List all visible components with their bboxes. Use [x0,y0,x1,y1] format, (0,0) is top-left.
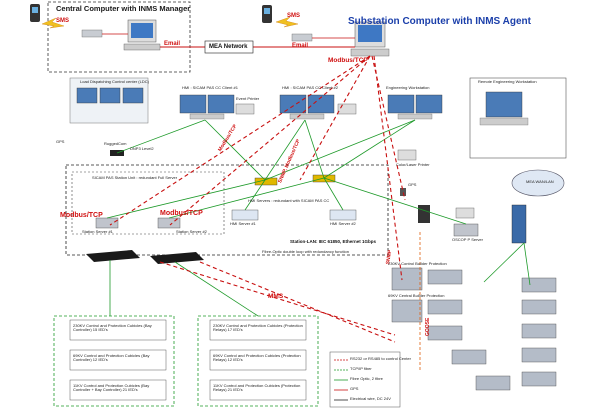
builder-1-label: 230KV Control Builder Protection [388,261,447,266]
email-label: Email [292,43,309,49]
cubicle-right-69: 69KV Control and Protection Cubicles (Pr… [213,353,301,362]
mea-network-box [204,40,254,54]
cubicles-left-frame [53,315,175,407]
modbus-label: Modbus/TCP [160,210,203,217]
cubicle-right-230: 230KV Control and Protection Cubicles (P… [213,323,303,332]
mobile-phone-icon [262,5,272,23]
cubicle-left-11: 11KV Control and Protection Cubicles (Ba… [73,383,150,392]
hmi-client-1-label: HMI : SICAM PAS CC Client #1 [182,85,238,90]
station-lan-frame [65,164,389,256]
legend-box [329,351,401,408]
hmi-client-2-icon [279,94,335,120]
cubicle-box [69,379,167,401]
station-lan-label: Station-LAN: IEC 61850, Ethernet 1Gbps [290,239,377,244]
mobile-phone-icon [30,4,40,22]
monitor-icon [99,87,121,104]
ruggedcom-switch-icon [86,250,140,262]
engineering-ws-label: Engineering Workstation [386,85,430,90]
event-printer-label: Event Printer [236,96,260,101]
hmi-server-2-icon [329,209,357,221]
modbus-snmp-lines [109,55,406,343]
station-unit-label: SICAM PAS Station Unit : redundant Full … [92,175,178,180]
industrial-switch-icon [511,204,527,244]
substation-title: Substation Computer with INMS Agent [348,16,531,27]
lightning-icon [41,17,65,29]
modbus-label: Modbus/TCP [328,57,368,64]
hmi-servers-label: HMI Servers : redundant with SICAM PAS C… [248,198,330,203]
color-printer-icon [455,207,475,219]
gps-label: GPS [56,139,65,144]
mea-cloud-icon [511,169,565,197]
mea-wanlan-label: MEA WAN/LAN [526,179,554,184]
event-printer-icon [235,103,255,115]
color-printer-label: Color/Laser Printer [396,162,430,167]
builder-2-label: 69KV Central Builder Protection [388,293,445,298]
remote-engineering-icon [469,77,567,159]
hmi-client-1-icon [179,94,235,120]
tcpip-fiber-lines [106,119,531,317]
fibre-loop-label: Fibre-Optic double loop with redundancy … [262,249,349,254]
station-server-1-icon [95,217,119,229]
legend-item: RS232 or RS485 to control Center [350,356,411,361]
station-server-2-label: Station Server #2 [176,229,207,234]
substation-computer-icon [350,21,390,57]
email-label: Email [164,41,181,47]
cubicle-box [209,349,307,371]
modem-icon [81,29,103,38]
legend-item: TCP/IP fiber [350,366,372,371]
monitor-icon [76,87,98,104]
sms-label: SMS [56,18,70,24]
central-computer-box [47,1,191,73]
central-computer-icon [123,19,161,51]
station-unit-box [71,171,225,235]
power-supply-icon [418,205,430,223]
dnp3-label: DNP3 Level2 [130,146,154,151]
cubicle-box [209,319,307,341]
gps-label: GPS [408,182,417,187]
central-title: Central Computer with INMS Manager [56,4,191,13]
cubicle-box [209,379,307,401]
oscop-label: OSCOP P Server [452,237,483,242]
event-printer-icon [337,103,357,115]
ruggedcom-switch-icon [150,252,204,264]
ldc-label: Load Dispatching Control center (LDC) [80,79,149,84]
engineering-workstation-icon [387,94,443,120]
cubicle-right-11: 11KV Control and Protection Cubicles (Pr… [213,383,301,392]
mea-network-label: MEA Network [209,44,248,50]
gps-antenna-icon [400,188,406,196]
goose-label: GOOSE [425,317,431,336]
mms-label: MMS [268,293,284,300]
ied-rack-icon [391,267,557,391]
lightning-icon [275,16,299,28]
legend-item: Electrical wire, DC 24V [350,396,391,401]
hmi-server-2-label: HMI Server #2 [330,221,356,226]
modbus-label: Modbus/TCP [60,212,103,219]
hmi-server-1-icon [231,209,259,221]
ruggedcom-label: RuggedCom [104,141,127,146]
cubicle-box [69,349,167,371]
station-server-1-label: Station Server #1 [82,229,113,234]
legend-item: Fibre Optic, 2 fibre [350,376,383,381]
hmi-client-2-label: HMI : SICAM PAS CC Client #2 [282,85,338,90]
legend-item: GPS [350,386,359,391]
cubicle-left-69: 69KV Control and Protection Cubicles (Ba… [73,353,150,362]
oscop-server-icon [453,223,479,237]
cubicle-left-230: 230KV Control and Protection Cubicles (B… [73,323,152,332]
monitor-icon [122,87,144,104]
remote-eng-label: Remote Engineering Workstation [478,79,537,84]
sms-label: SMS [287,13,301,19]
hmi-server-1-label: HMI Server #1 [230,221,256,226]
cubicle-box [69,319,167,341]
color-printer-icon [397,149,417,161]
modem-icon [291,33,313,42]
